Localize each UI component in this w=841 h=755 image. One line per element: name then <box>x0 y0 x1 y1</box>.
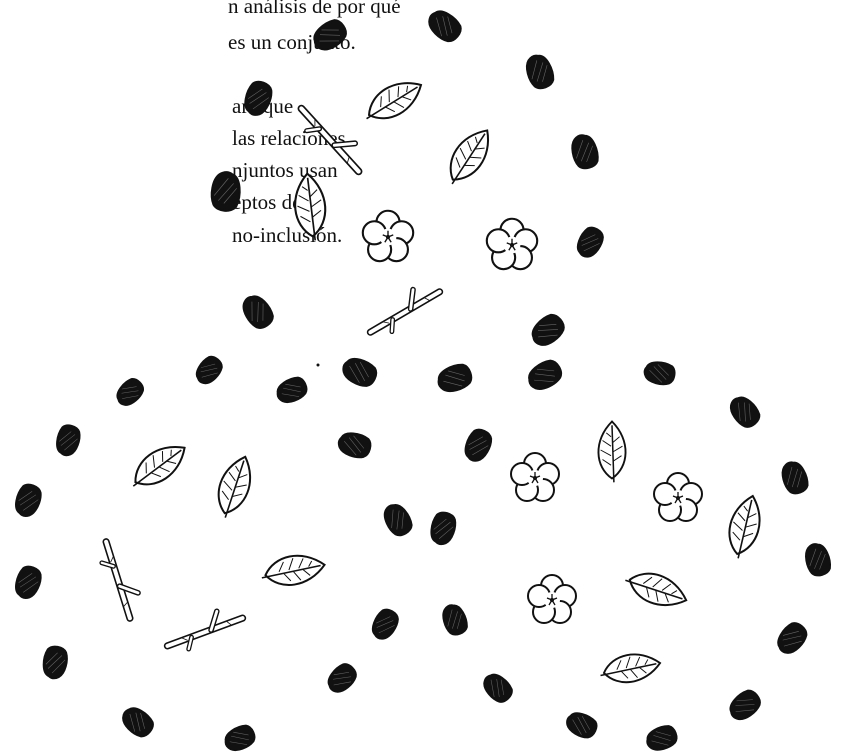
flower-mark <box>363 211 413 261</box>
stone-mark <box>439 602 470 638</box>
leaf-mark <box>621 565 691 614</box>
stone-mark <box>643 360 677 387</box>
flower-mark <box>654 473 702 521</box>
stone-mark <box>41 645 69 681</box>
stone-mark <box>118 703 158 741</box>
twig-mark <box>362 279 445 341</box>
stone-mark <box>428 510 459 547</box>
stone-mark <box>273 374 310 407</box>
twig-mark <box>97 537 144 621</box>
stone-mark <box>725 392 763 432</box>
stone-mark <box>112 375 147 410</box>
leaf-mark <box>210 452 259 522</box>
flower-mark <box>487 219 537 269</box>
leaf-mark <box>722 492 766 561</box>
leaf-mark <box>439 122 499 191</box>
stone-mark <box>802 541 833 578</box>
stone-mark <box>424 6 466 46</box>
leaf-mark <box>259 551 327 590</box>
stone-mark <box>238 291 277 333</box>
leaf-mark <box>598 650 663 687</box>
stone-mark <box>339 354 380 390</box>
leaf-mark <box>358 73 428 130</box>
twig-mark <box>294 97 371 181</box>
twig-mark <box>162 604 246 655</box>
stone-mark <box>725 686 765 724</box>
stone-mark <box>380 500 416 539</box>
stone-mark <box>569 132 601 171</box>
stone-mark <box>778 459 811 497</box>
stone-mark <box>522 52 557 92</box>
stone-mark <box>12 481 45 519</box>
boundary-stones <box>12 6 833 755</box>
stone-mark <box>644 723 680 754</box>
stone-mark <box>527 310 569 350</box>
stone-mark <box>573 224 607 261</box>
stone-mark <box>54 423 83 458</box>
flower-mark <box>528 575 576 623</box>
stone-mark <box>323 660 360 697</box>
stone-mark <box>563 709 600 742</box>
leaf-mark <box>292 172 328 242</box>
upper-set-contents <box>292 73 537 341</box>
stone-mark <box>336 430 373 461</box>
stone-mark <box>221 722 258 755</box>
stone-mark <box>192 353 226 388</box>
leaf-mark <box>598 422 625 483</box>
stone-mark <box>309 16 351 55</box>
stone-mark <box>241 78 276 118</box>
stone-mark <box>12 563 45 601</box>
stone-mark <box>461 426 496 465</box>
lower-right-contents <box>511 422 767 687</box>
leaf-mark <box>124 436 193 496</box>
stone-mark <box>773 619 811 659</box>
stone-mark <box>479 669 516 706</box>
stone-mark <box>524 356 566 394</box>
lower-left-contents <box>97 436 327 655</box>
flower-mark <box>511 453 559 501</box>
stone-mark <box>368 606 402 643</box>
stone-mark <box>435 361 475 396</box>
stone-mark <box>210 171 241 212</box>
